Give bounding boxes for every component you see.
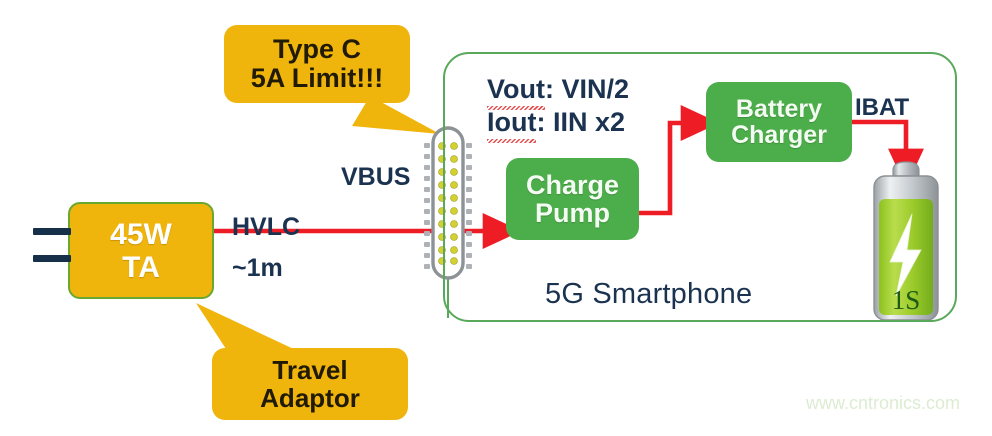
formula-vout-sep: : <box>544 74 554 104</box>
label-vbus: VBUS <box>341 163 411 191</box>
formula-iout: Iout: IIN x2 <box>487 107 626 143</box>
formula-iout-value: IIN x2 <box>553 107 626 137</box>
charge-pump-line2: Pump <box>534 198 610 228</box>
battery-charger-line1: Battery <box>735 95 823 123</box>
smartphone-label: 5G Smartphone <box>545 278 753 310</box>
ta-abbreviation: TA <box>122 250 160 284</box>
travel-callout-tail <box>196 303 300 352</box>
label-ibat: IBAT <box>855 94 910 121</box>
label-hvlc: HVLC <box>232 213 301 241</box>
callout-typec-line1: Type C <box>272 33 361 64</box>
formula-vout: Vout: VIN/2 <box>487 74 630 110</box>
callout-type-c-limit[interactable]: Type C 5A Limit!!! <box>224 25 410 103</box>
block-travel-adaptor[interactable]: 45W TA <box>68 202 214 299</box>
callout-travel-line2: Adaptor <box>260 383 360 413</box>
smartphone-outline <box>443 52 957 322</box>
callout-typec-line2: 5A Limit!!! <box>250 63 384 93</box>
formula-vout-term: Vout <box>487 74 545 110</box>
callout-travel-line1: Travel <box>272 354 348 385</box>
watermark: www.cntronics.com <box>806 393 961 413</box>
formula-iout-term: Iout <box>487 107 537 143</box>
charge-pump-line1: Charge <box>525 169 620 200</box>
label-cable-length: ~1m <box>232 254 283 282</box>
block-battery-charger[interactable]: Battery Charger <box>706 82 852 162</box>
formula-iout-sep: : <box>536 107 546 137</box>
formula-vout-value: VIN/2 <box>561 74 630 104</box>
block-charge-pump[interactable]: Charge Pump <box>506 158 639 240</box>
callout-travel-adaptor[interactable]: Travel Adaptor <box>212 348 408 420</box>
battery-charger-line2: Charger <box>731 121 827 149</box>
ac-prong-top <box>33 228 71 235</box>
ac-prong-bottom <box>33 255 71 262</box>
ta-power-rating: 45W <box>110 217 172 251</box>
